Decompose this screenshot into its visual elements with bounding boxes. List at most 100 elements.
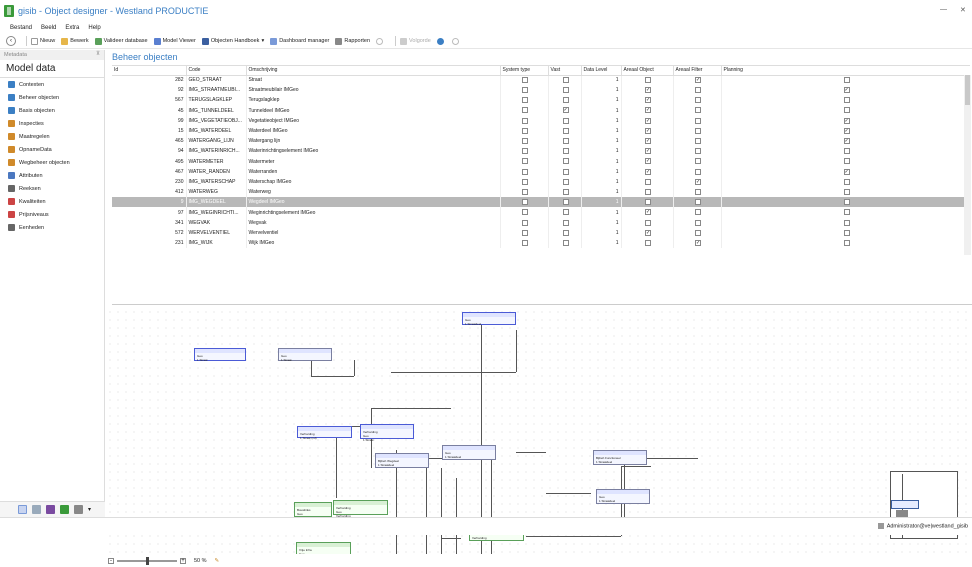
checkbox[interactable] bbox=[695, 97, 701, 104]
sidebar-item-opnamedata[interactable]: OpnameData bbox=[0, 143, 104, 156]
checkbox[interactable]: ✓ bbox=[645, 87, 651, 94]
checkbox[interactable]: ✓ bbox=[645, 148, 651, 155]
checkbox[interactable] bbox=[562, 77, 569, 84]
checkbox[interactable] bbox=[843, 188, 850, 195]
zoom-out-icon[interactable]: - bbox=[108, 558, 114, 564]
checkbox[interactable] bbox=[562, 97, 569, 104]
checkbox[interactable]: ✓ bbox=[645, 107, 651, 114]
dashboard-manager-button[interactable]: Dashboard manager bbox=[270, 37, 329, 45]
checkbox[interactable] bbox=[695, 188, 701, 195]
checkbox[interactable] bbox=[522, 77, 528, 84]
column-header[interactable]: Areaal Object bbox=[621, 66, 674, 76]
checkbox[interactable] bbox=[522, 158, 528, 165]
column-header[interactable]: Code bbox=[186, 66, 247, 76]
checkbox[interactable]: ✓ bbox=[843, 138, 850, 145]
checkbox[interactable] bbox=[562, 168, 569, 175]
checkbox[interactable] bbox=[522, 87, 528, 94]
column-header[interactable]: Id bbox=[112, 66, 187, 76]
menu-beeld[interactable]: Beeld bbox=[41, 24, 57, 31]
checkbox[interactable]: ✓ bbox=[695, 77, 701, 84]
back-arrow-icon[interactable]: ‹ bbox=[6, 36, 16, 46]
checkbox[interactable] bbox=[695, 158, 701, 165]
checkbox[interactable]: ✓ bbox=[843, 127, 850, 134]
checkbox[interactable]: ✓ bbox=[695, 178, 701, 185]
checkbox[interactable] bbox=[522, 239, 528, 246]
checkbox[interactable] bbox=[843, 97, 850, 104]
checkbox[interactable] bbox=[843, 209, 850, 216]
minimap-viewport[interactable] bbox=[891, 500, 919, 509]
checkbox[interactable] bbox=[695, 87, 701, 94]
checkbox[interactable]: ✓ bbox=[645, 168, 651, 175]
info-button[interactable] bbox=[451, 37, 461, 45]
checkbox[interactable] bbox=[843, 107, 850, 114]
checkbox[interactable] bbox=[522, 168, 528, 175]
sidebar-item-contexten[interactable]: Contexten bbox=[0, 78, 104, 91]
refresh-button[interactable] bbox=[376, 37, 385, 45]
pencil-icon[interactable]: ✎ bbox=[214, 558, 220, 564]
checkbox[interactable] bbox=[562, 178, 569, 185]
minimize-icon[interactable]: — bbox=[940, 6, 947, 13]
checkbox[interactable]: ✓ bbox=[695, 239, 701, 246]
checkbox[interactable]: ✓ bbox=[645, 138, 651, 145]
checkbox[interactable] bbox=[562, 138, 569, 145]
pin-icon[interactable]: ⊼ bbox=[95, 51, 100, 57]
checkbox[interactable] bbox=[695, 127, 701, 134]
column-header[interactable]: Omschrijving bbox=[246, 66, 501, 76]
checkbox[interactable] bbox=[562, 188, 569, 195]
edit-button[interactable]: Bewerk bbox=[61, 37, 89, 45]
checkbox[interactable]: ✓ bbox=[843, 87, 850, 94]
column-header[interactable]: Planning bbox=[721, 66, 970, 76]
checkbox[interactable] bbox=[522, 97, 528, 104]
checkbox[interactable] bbox=[843, 219, 850, 226]
checkbox[interactable] bbox=[695, 107, 701, 114]
checkbox[interactable]: ✓ bbox=[645, 229, 651, 236]
checkbox[interactable] bbox=[562, 199, 569, 206]
checkbox[interactable] bbox=[562, 158, 569, 165]
grid-view-icon[interactable] bbox=[18, 505, 27, 514]
handbook-button[interactable]: Objecten Handboek▾ bbox=[201, 37, 264, 45]
checkbox[interactable]: ✓ bbox=[843, 117, 850, 124]
menu-bestand[interactable]: Bestand bbox=[10, 24, 33, 31]
table-view-icon[interactable] bbox=[74, 505, 83, 514]
checkbox[interactable] bbox=[695, 148, 701, 155]
checkbox[interactable] bbox=[562, 87, 569, 94]
purple-view-icon[interactable] bbox=[46, 505, 55, 514]
checkbox[interactable] bbox=[645, 188, 651, 195]
checkbox[interactable] bbox=[645, 219, 651, 226]
checkbox[interactable] bbox=[645, 178, 651, 185]
sidebar-item-inspecties[interactable]: Inspecties bbox=[0, 117, 104, 130]
checkbox[interactable] bbox=[522, 138, 528, 145]
checkbox[interactable] bbox=[562, 148, 569, 155]
zoom-slider-thumb[interactable] bbox=[145, 557, 149, 565]
sidebar-item-basis-objecten[interactable]: Basis objecten bbox=[0, 104, 104, 117]
checkbox[interactable] bbox=[843, 178, 850, 185]
checkbox[interactable] bbox=[562, 117, 569, 124]
sidebar-item-eenheden[interactable]: Eenheden bbox=[0, 221, 104, 234]
column-header[interactable]: Areaal Filter bbox=[673, 66, 722, 76]
checkbox[interactable]: ✓ bbox=[562, 107, 569, 114]
checkbox[interactable] bbox=[695, 138, 701, 145]
checkbox[interactable]: ✓ bbox=[645, 97, 651, 104]
sidebar-item-reeksen[interactable]: Reeksen bbox=[0, 182, 104, 195]
checkbox[interactable] bbox=[562, 209, 569, 216]
checkbox[interactable] bbox=[843, 239, 850, 246]
sidebar-item-maatregelen[interactable]: Maatregelen bbox=[0, 130, 104, 143]
